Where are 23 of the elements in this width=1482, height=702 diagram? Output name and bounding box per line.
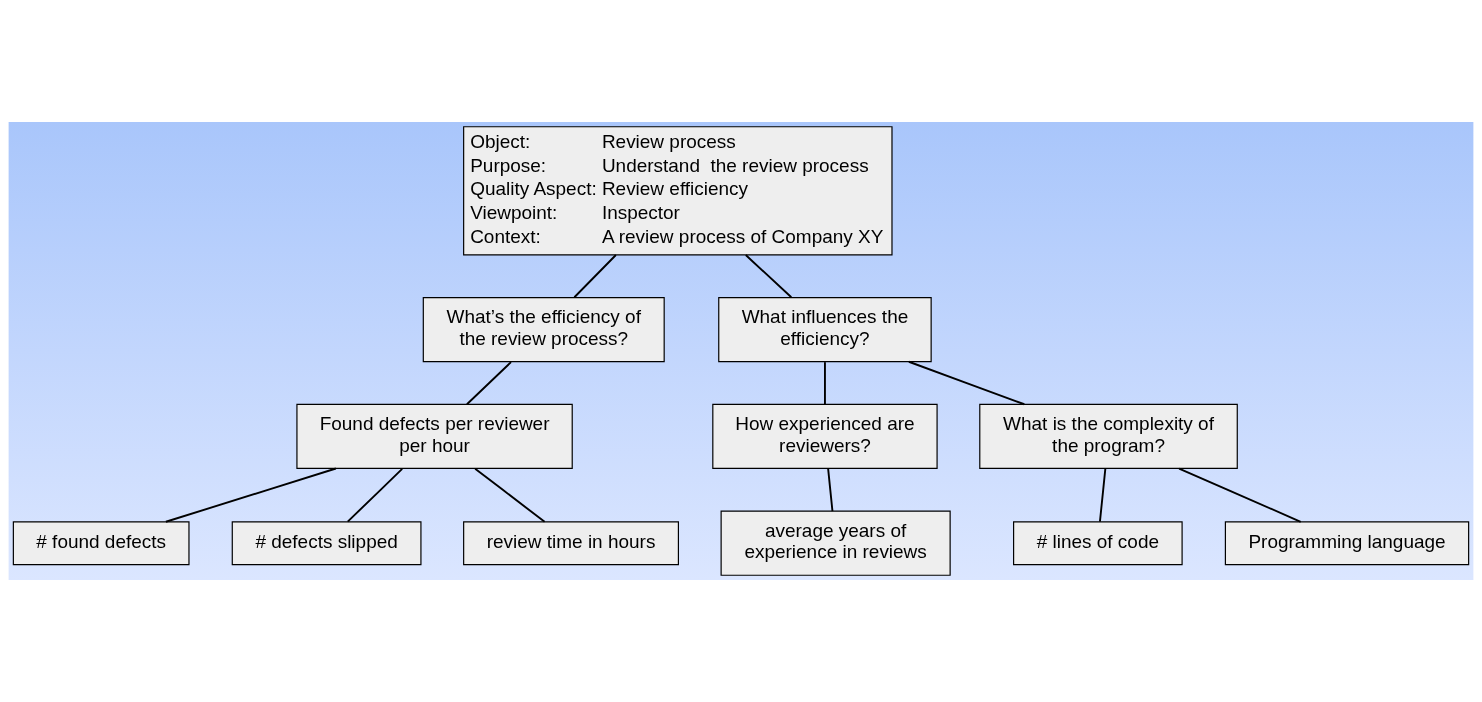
node-box: How experienced are reviewers?	[712, 403, 938, 470]
connector	[827, 468, 834, 513]
connector	[466, 361, 512, 406]
node-box: average years of experience in reviews	[720, 510, 951, 576]
node-box: # lines of code	[1013, 521, 1183, 566]
connector	[744, 254, 793, 299]
connector	[824, 361, 826, 406]
node-box: review time in hours	[463, 521, 679, 566]
connector	[907, 360, 1026, 406]
connector	[474, 467, 546, 523]
node-box: # found defects	[12, 521, 190, 566]
connector	[1178, 467, 1302, 523]
node-box: Object: Review process Purpose: Understand the review process Quality Aspect: Review efficiency Viewpoint: Inspector Context: A review process of Company XY	[463, 126, 893, 256]
node-box: Programming language	[1224, 521, 1470, 566]
connector	[346, 468, 404, 523]
connector	[1099, 468, 1107, 523]
node-box: What influences the efficiency?	[718, 297, 932, 363]
node-box: What is the complexity of the program?	[979, 403, 1238, 470]
node-box: # defects slipped	[231, 521, 422, 566]
node-box: What’s the efficiency of the review process?	[422, 297, 665, 363]
connector	[573, 254, 617, 299]
connector	[164, 467, 337, 523]
node-box: Found defects per reviewer per hour	[296, 403, 573, 470]
